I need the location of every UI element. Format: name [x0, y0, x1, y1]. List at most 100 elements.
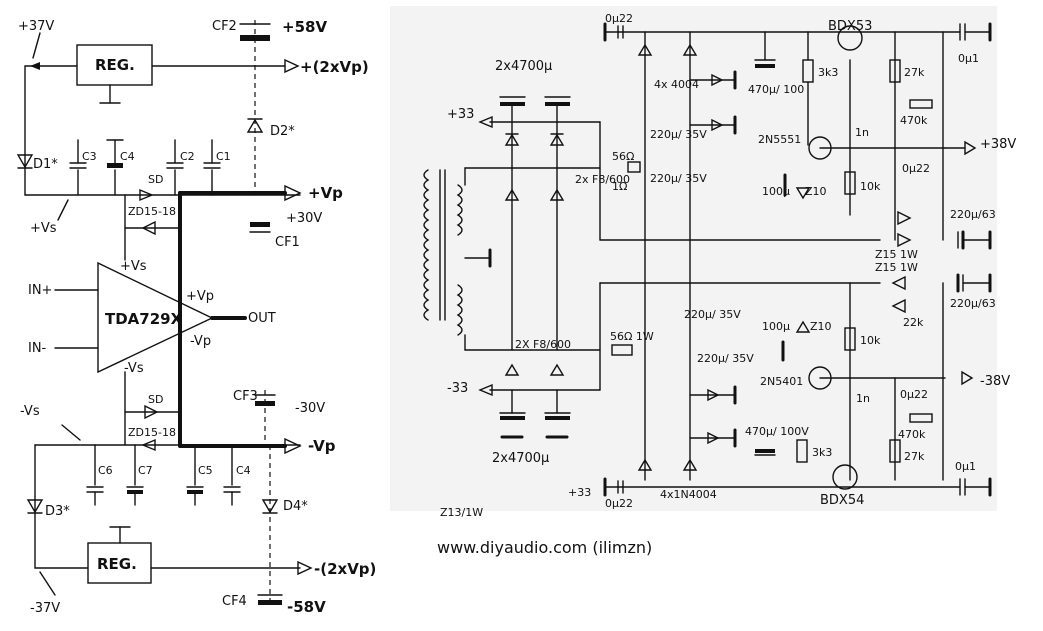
label-bdx53: BDX53 [828, 19, 872, 34]
label-in-minus: IN- [28, 341, 47, 356]
label-z13: Z13/1W [440, 506, 483, 519]
label-cf3: CF3 [233, 389, 258, 404]
diode-d2 [246, 118, 264, 133]
label-2n5401: 2N5401 [760, 375, 803, 388]
label-r1ohm: 1Ω [612, 180, 627, 193]
diode-d4 [261, 499, 279, 514]
cap-cf1 [250, 222, 270, 227]
label-c1n-bot: 1n [856, 392, 870, 405]
label-cap-2x4700-top: 2x4700µ [495, 59, 552, 74]
label-cf2: CF2 [212, 19, 237, 34]
label-minus-2xvp: -(2xVp) [314, 560, 376, 578]
label-c220-35b: 220µ/ 35V [650, 172, 707, 185]
label-4x1n4004: 4x1N4004 [660, 488, 717, 501]
transistor-bdx54 [832, 464, 858, 490]
label-plus33-bot: +33 [568, 486, 591, 499]
svg-text:C6: C6 [98, 464, 113, 477]
label-c01-bot: 0µ1 [955, 460, 976, 473]
label-2n5551: 2N5551 [758, 133, 801, 146]
cap-cf3 [255, 401, 275, 406]
cap-c4-bot: C4 [223, 444, 251, 506]
label-minus38v: -38V [980, 374, 1010, 389]
label-vs-minus: -Vs [124, 361, 144, 376]
svg-text:C4: C4 [236, 464, 251, 477]
svg-text:C2: C2 [180, 150, 195, 163]
label-z10-top: Z10 [805, 185, 827, 198]
label-r470k-bot: 470k [898, 428, 926, 441]
label-r10k-top: 10k [860, 180, 881, 193]
label-mvp-mid: -Vp [190, 334, 211, 349]
label-c022-mid: 0µ22 [902, 162, 930, 175]
label-d4x4004: 4x 4004 [654, 78, 699, 91]
right-schematic: 2x4700µ +33 2x F8/600 2X F8/600 -33 2x47… [423, 12, 1016, 519]
svg-text:C5: C5 [198, 464, 213, 477]
label-cap-2x4700-bot: 2x4700µ [492, 451, 549, 466]
transformer [423, 167, 601, 351]
label-in-plus: IN+ [28, 283, 52, 298]
label-r27k-top: 27k [904, 66, 925, 79]
label-sd-top: SD [148, 173, 163, 186]
label-d4: D4* [283, 499, 308, 514]
label-c022-bot2: 0µ22 [605, 497, 633, 510]
cap-cf4 [258, 600, 282, 605]
label-minus-vs: -Vs [20, 404, 40, 419]
label-minus37v: -37V [30, 601, 60, 616]
label-plus-vs: +Vs [30, 221, 57, 236]
label-c1n-top: 1n [855, 126, 869, 139]
chip-label: TDA729X [105, 310, 183, 328]
regulator-top [76, 44, 153, 86]
amplifier-triangle [97, 261, 214, 374]
label-d1: D1* [33, 157, 58, 172]
label-c01-top: 0µ1 [958, 52, 979, 65]
cap-cf2 [240, 35, 270, 41]
label-z15b: Z15 1W [875, 261, 918, 274]
label-z15a: Z15 1W [875, 248, 918, 261]
label-r56-top: 56Ω [612, 150, 634, 163]
label-c470-top: 470µ/ 100 [748, 83, 804, 96]
label-plus38v: +38V [980, 137, 1016, 152]
label-plus37v: +37V [18, 19, 54, 34]
svg-text:C4: C4 [120, 150, 135, 163]
label-r27k-bot: 27k [904, 450, 925, 463]
transistor-bdx53 [837, 25, 863, 51]
label-minus58v: -58V [287, 598, 326, 616]
label-plus-2xvp: +(2xVp) [300, 58, 369, 76]
svg-text:C1: C1 [216, 150, 231, 163]
label-f8-top: 2x F8/600 [575, 173, 630, 186]
label-minus33: -33 [447, 381, 468, 396]
label-c100-top: 100µ [762, 185, 790, 198]
svg-text:C3: C3 [82, 150, 97, 163]
label-c022-bot: 0µ22 [900, 388, 928, 401]
label-c220-63a: 220µ/63 [950, 208, 996, 221]
svg-text:C7: C7 [138, 464, 153, 477]
label-r470k-top: 470k [900, 114, 928, 127]
cap-c2: C2 [166, 139, 195, 196]
regulator-top-label: REG. [95, 56, 135, 74]
label-plus33: +33 [447, 107, 474, 122]
label-r3k3-top: 3k3 [818, 66, 838, 79]
label-c220-35d: 220µ/ 35V [697, 352, 754, 365]
label-f8-bot: 2X F8/600 [515, 338, 571, 351]
label-plus30v: +30V [286, 211, 322, 226]
label-cf4: CF4 [222, 594, 247, 609]
label-c220-35c: 220µ/ 35V [684, 308, 741, 321]
cap-c6: C6 [86, 444, 113, 506]
label-d2: D2* [270, 124, 295, 139]
credit-text: www.diyaudio.com (ilimzn) [437, 538, 653, 557]
label-plus58v: +58V [282, 18, 327, 36]
label-out: OUT [248, 311, 276, 326]
label-minus-vp: -Vp [308, 437, 336, 455]
diode-d3 [26, 499, 44, 514]
regulator-bottom-label: REG. [97, 555, 137, 573]
label-r3k3-bot: 3k3 [812, 446, 832, 459]
label-vp-mid: +Vp [186, 289, 214, 304]
label-c022-top: 0µ22 [605, 12, 633, 25]
label-minus30v: -30V [295, 401, 325, 416]
cap-c1: C1 [203, 139, 231, 196]
label-c100-bot: 100µ [762, 320, 790, 333]
label-sd-bot: SD [148, 393, 163, 406]
cap-c3: C3 [69, 139, 97, 196]
left-schematic: REG. +37V +Vp D1* +Vs C3 C4 [16, 18, 376, 616]
label-vs-plus: +Vs [120, 259, 147, 274]
